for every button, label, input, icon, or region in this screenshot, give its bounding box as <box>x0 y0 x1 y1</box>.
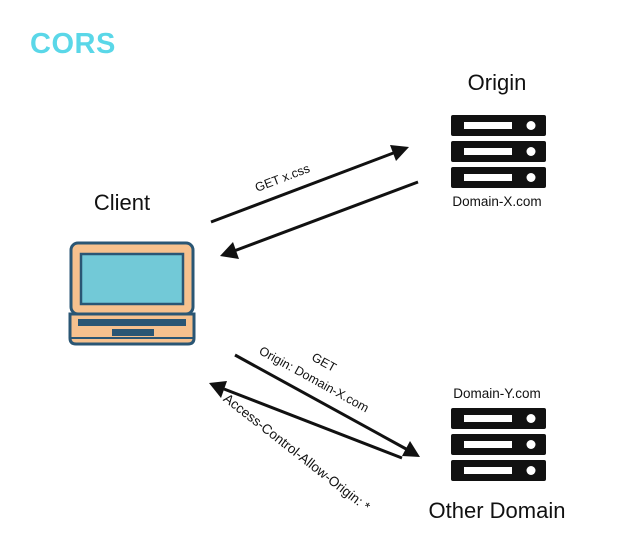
arrow-client-to-other-domain <box>234 353 420 457</box>
arrow-client-to-origin <box>210 145 409 224</box>
arrow-origin-to-client <box>220 180 419 259</box>
arrow-other-domain-to-client <box>209 381 403 460</box>
origin-label: Origin <box>468 70 527 95</box>
cross-response-header: Access-Control-Allow-Origin: * <box>221 391 374 515</box>
client-label: Client <box>94 190 150 215</box>
other-domain-server-icon <box>451 408 546 481</box>
origin-request-label: GET x.css <box>253 161 312 194</box>
diagram-title: CORS <box>30 28 116 60</box>
laptop-icon <box>68 241 196 346</box>
origin-domain-label: Domain-X.com <box>452 194 541 209</box>
other-domain-label: Other Domain <box>429 498 566 523</box>
other-domain-name: Domain-Y.com <box>453 386 541 401</box>
origin-server-icon <box>451 115 546 188</box>
